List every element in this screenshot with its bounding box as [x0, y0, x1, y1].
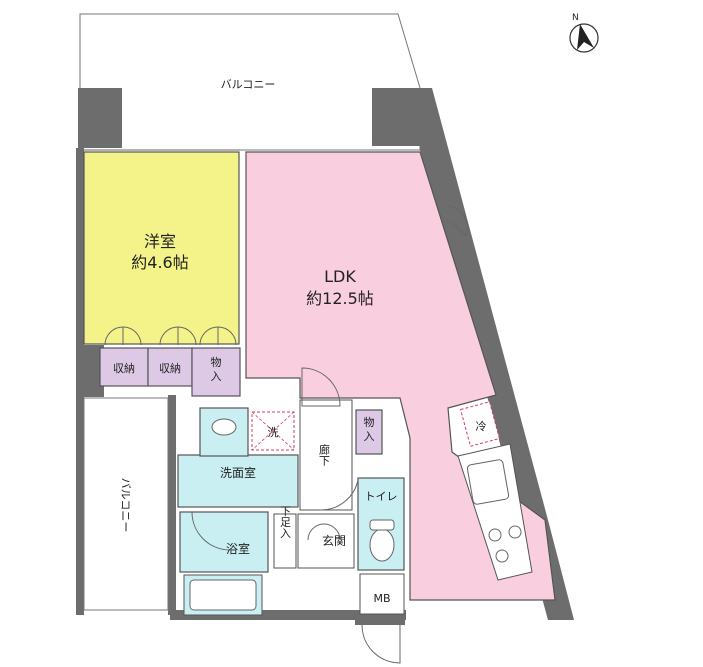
fridge-label: 冷 — [476, 420, 487, 433]
balcony-left-label: バルコニー — [119, 478, 132, 533]
shoe-box — [273, 513, 297, 569]
entrance-area — [297, 513, 355, 569]
toilet-label: トイレ — [365, 490, 398, 503]
stove — [488, 525, 522, 563]
corridor-label: 廊下 — [318, 443, 331, 467]
closet-1 — [191, 347, 241, 397]
closet-2 — [355, 409, 383, 455]
closet-doors — [104, 326, 237, 346]
storage-1-label: 収納 — [113, 362, 135, 375]
western-room — [83, 151, 240, 345]
balcony-top-label: バルコニー — [221, 78, 276, 91]
washroom-basin-area — [199, 407, 249, 457]
corridor-area — [299, 399, 353, 511]
storage-2-label: 収納 — [159, 362, 181, 375]
compass-label: N — [572, 13, 579, 23]
ldk-size: 約12.5帖 — [306, 289, 374, 308]
mb-box — [359, 573, 405, 615]
washer-label: 洗 — [268, 426, 279, 439]
entrance-label: 玄関 — [322, 533, 346, 548]
balcony-left-area — [83, 397, 169, 611]
toilet-bowl — [369, 528, 395, 562]
ldk-name: LDK — [324, 267, 356, 286]
shoe-box-label: 下足入 — [279, 506, 292, 539]
washroom-label: 洗面室 — [220, 465, 256, 480]
fridge-space — [459, 401, 501, 447]
closet-1-label: 物入 — [211, 355, 222, 383]
western-room-name: 洋室 — [144, 232, 176, 251]
closet-2-label: 物入 — [364, 415, 375, 443]
bathroom — [179, 511, 269, 573]
washbasin — [211, 418, 237, 436]
compass-icon — [569, 23, 599, 53]
western-room-size: 約4.6帖 — [131, 253, 188, 272]
mb-label: MB — [373, 592, 390, 605]
washroom — [177, 454, 299, 508]
ldk-window-door — [447, 205, 469, 237]
kitchen-sink — [466, 459, 510, 505]
bath-label: 浴室 — [226, 541, 250, 556]
walls — [76, 88, 574, 625]
